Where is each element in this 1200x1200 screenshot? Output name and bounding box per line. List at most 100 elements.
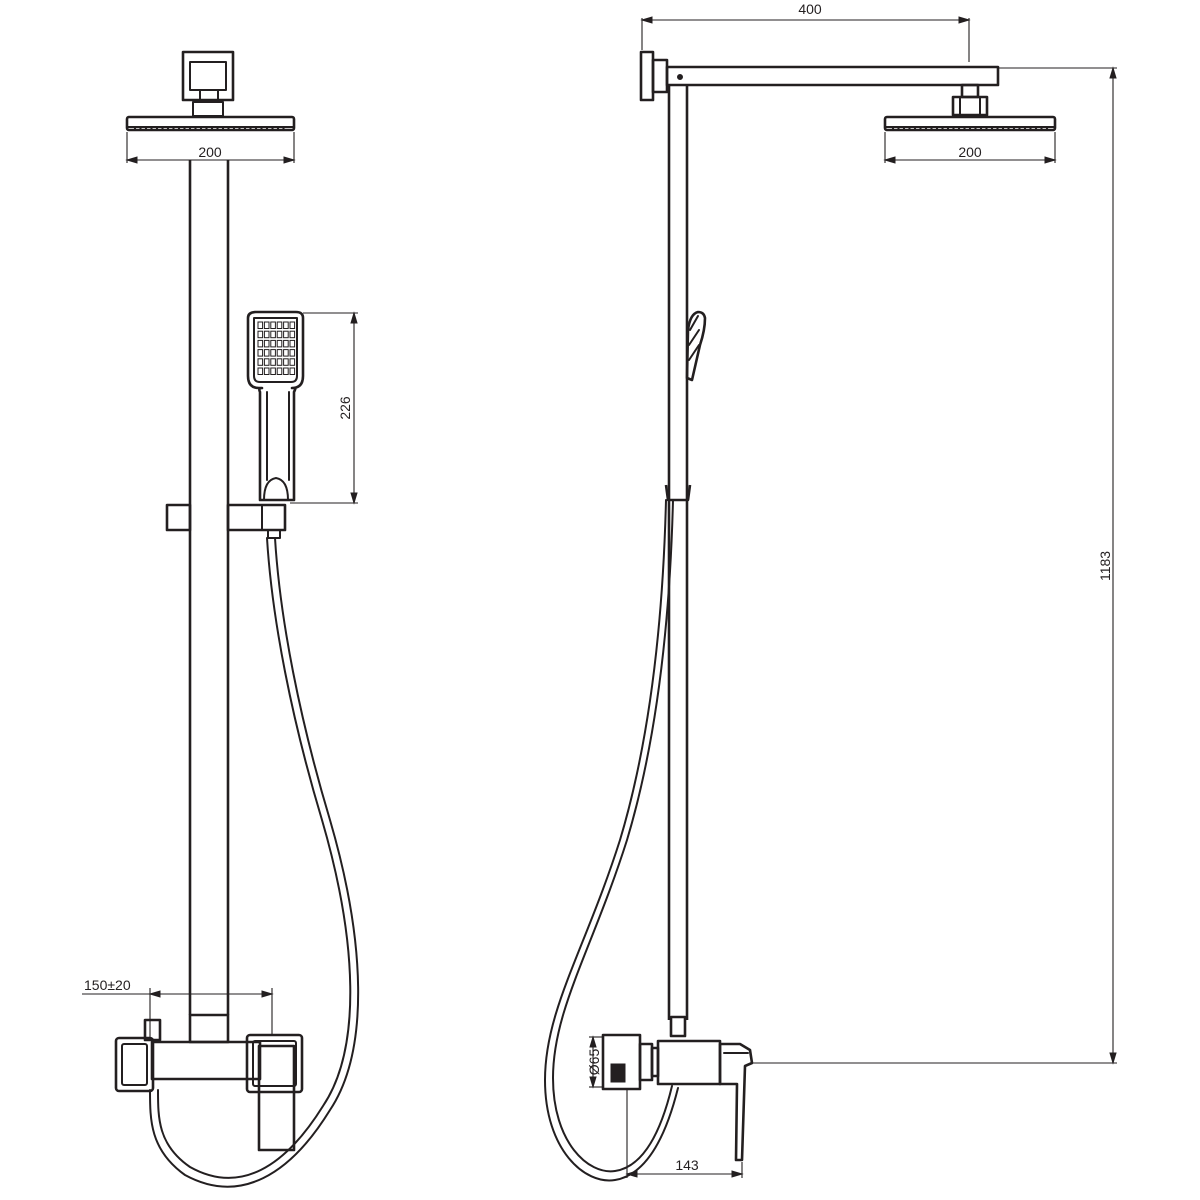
nozzle-dot (919, 127, 922, 131)
hand-nozzle-cell (263, 321, 270, 329)
nozzle-dot (166, 127, 170, 131)
hand-nozzle-cell (270, 321, 276, 329)
hand-nozzle-cell (263, 330, 270, 339)
hand-nozzle-cell (276, 339, 283, 348)
side-dim-arm-length: 400 (640, 1, 971, 62)
front-dim-head-width: 200 (125, 132, 296, 164)
front-dim-inlet-spacing: 150±20 (82, 977, 274, 1038)
hand-nozzle-cell (270, 330, 276, 339)
nozzle-dot (282, 127, 285, 131)
side-dim-total-height: 1183 (752, 66, 1117, 1065)
hand-nozzle-cell (257, 339, 264, 348)
nozzle-dot (144, 127, 148, 131)
hand-nozzle-cell (263, 367, 270, 375)
front-dim-hand-shower: 226 (290, 311, 358, 505)
side-head-nozzles (891, 127, 1049, 131)
hand-nozzle-cell (283, 339, 289, 348)
nozzle-dot (172, 127, 175, 131)
nozzle-dot (957, 127, 961, 131)
nozzle-dot (276, 127, 280, 131)
hand-nozzle-cell (289, 349, 296, 357)
nozzle-dot (133, 127, 137, 131)
nozzle-dot (1029, 127, 1032, 131)
nozzle-dot (1034, 127, 1038, 131)
nozzle-dot (891, 127, 895, 131)
nozzle-dot (1045, 127, 1049, 131)
hand-nozzle-cell (276, 358, 283, 366)
nozzle-dot (963, 127, 966, 131)
nozzle-dot (216, 127, 219, 131)
hand-nozzle-cell (263, 349, 270, 357)
front-hand-shower (246, 310, 305, 502)
nozzle-dot (1012, 127, 1016, 131)
nozzle-dot (221, 127, 225, 131)
nozzle-dot (1001, 127, 1005, 131)
hand-nozzle-cell (283, 330, 289, 339)
side-hand-shower (685, 310, 707, 382)
hand-nozzle-cell (283, 321, 289, 329)
front-dim-hand-shower-label: 226 (337, 396, 353, 420)
nozzle-dot (199, 127, 203, 131)
nozzle-dot (1040, 127, 1043, 131)
nozzle-dot (979, 127, 983, 131)
nozzle-dot (177, 127, 181, 131)
hand-nozzle-cell (263, 339, 270, 348)
hand-nozzle-cell (257, 330, 264, 339)
nozzle-dot (946, 127, 950, 131)
hand-nozzle-cell (276, 349, 283, 357)
nozzle-dot (941, 127, 944, 131)
nozzle-dot (930, 127, 933, 131)
side-wall-flange (639, 50, 669, 102)
side-dim-total-height-label: 1183 (1097, 551, 1113, 581)
side-dim-mixer-projection-label: 143 (675, 1157, 699, 1173)
nozzle-dot (227, 127, 230, 131)
nozzle-dot (1023, 127, 1027, 131)
hand-shower-nozzle-grid (257, 321, 296, 375)
nozzle-dot (271, 127, 274, 131)
nozzle-dot (968, 127, 972, 131)
nozzle-dot (139, 127, 142, 131)
nozzle-dot (985, 127, 988, 131)
side-view: 400 200 (544, 1, 1117, 1182)
front-hose (149, 537, 360, 1188)
side-dim-mixer-projection: 143 (625, 1089, 744, 1178)
nozzle-dot (897, 127, 900, 131)
nozzle-dot (183, 127, 186, 131)
nozzle-dot (902, 127, 906, 131)
nozzle-dot (254, 127, 258, 131)
nozzle-dot (924, 127, 928, 131)
front-dim-inlet-spacing-label: 150±20 (84, 977, 131, 993)
nozzle-dot (155, 127, 159, 131)
front-head-nozzles (133, 127, 285, 131)
nozzle-dot (913, 127, 917, 131)
nozzle-dot (974, 127, 977, 131)
hand-nozzle-cell (289, 339, 296, 348)
hand-nozzle-cell (263, 358, 270, 366)
nozzle-dot (161, 127, 164, 131)
hand-nozzle-cell (257, 349, 264, 357)
nozzle-dot (150, 127, 153, 131)
hand-nozzle-cell (270, 349, 276, 357)
nozzle-dot (935, 127, 939, 131)
side-dim-arm-length-label: 400 (798, 1, 822, 17)
hand-nozzle-cell (276, 330, 283, 339)
side-dim-mixer-diameter-label: Ø65 (586, 1049, 602, 1076)
nozzle-dot (238, 127, 241, 131)
nozzle-dot (1018, 127, 1021, 131)
side-dim-mixer-diameter: Ø65 (586, 1035, 603, 1089)
nozzle-dot (232, 127, 236, 131)
hand-nozzle-cell (289, 367, 296, 375)
front-mixer-valve (114, 1013, 304, 1152)
hand-nozzle-cell (257, 367, 264, 375)
nozzle-dot (908, 127, 911, 131)
side-mixer-valve (601, 1015, 754, 1162)
side-dim-head-width-label: 200 (958, 144, 982, 160)
nozzle-dot (996, 127, 999, 131)
nozzle-dot (260, 127, 263, 131)
nozzle-dot (194, 127, 197, 131)
front-shower-head (125, 115, 296, 132)
side-hose (544, 499, 679, 1182)
nozzle-dot (210, 127, 214, 131)
nozzle-dot (990, 127, 994, 131)
